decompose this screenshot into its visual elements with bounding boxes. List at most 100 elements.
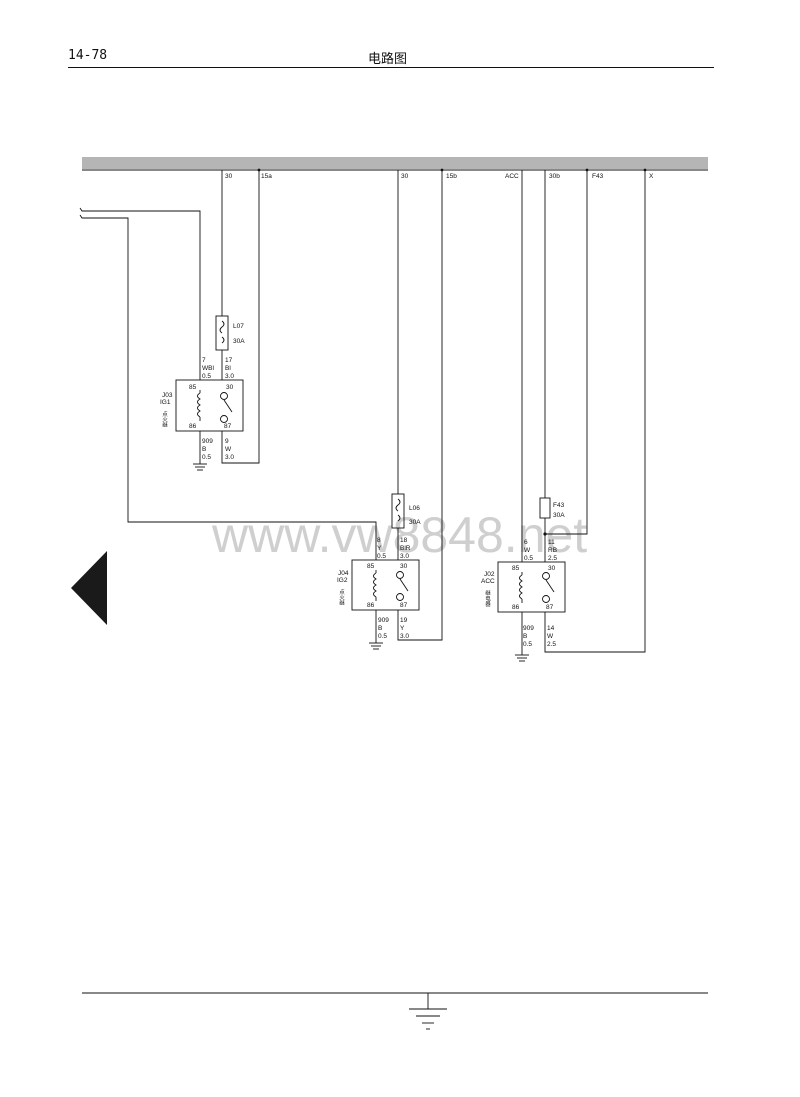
power-bus-bar (82, 157, 708, 169)
bus-label-30-a: 30 (225, 173, 233, 180)
j04-out-left-color: B (378, 625, 382, 632)
relay-j03-switch (223, 399, 233, 413)
relay-j03-box (175, 379, 244, 432)
j03-in-left-circuit: 7 (202, 357, 206, 364)
j03-in-left-size: 0.5 (202, 373, 211, 380)
fuse-l06-rating: 30A (409, 519, 421, 526)
relay-j04-box (351, 559, 420, 611)
j02-in-right-color: RB (548, 547, 557, 554)
j02-out-right-color: W (547, 633, 554, 640)
j03-in-right-color: Bl (225, 365, 231, 372)
relay-j02-contact-30 (542, 572, 550, 580)
relay-j03-pin-30: 30 (226, 384, 234, 391)
relay-j04-pin-87: 87 (400, 602, 408, 609)
j04-out-left-circuit: 909 (378, 617, 389, 624)
j04-in-left-circuit: 8 (377, 537, 381, 544)
relay-j04-pin-85: 85 (367, 563, 375, 570)
j04-out-right-color: Y (400, 625, 405, 632)
relay-j02-pin-87: 87 (546, 604, 554, 611)
j04-in-right-color: BlR (400, 545, 411, 552)
relay-j03-name: IG1 (160, 399, 171, 406)
relay-j03-id: J03 (162, 392, 173, 399)
j03-out-left-circuit: 909 (202, 438, 213, 445)
bus-label-30-b: 30 (401, 173, 409, 180)
j04-out-left-size: 0.5 (378, 633, 387, 640)
j02-out-left-color: B (523, 633, 527, 640)
bus-label-f43: F43 (592, 173, 604, 180)
j02-in-left-size: 0.5 (524, 555, 533, 562)
relay-j03-pin-86: 86 (189, 423, 197, 430)
relay-j03-contact-87 (220, 415, 228, 423)
wires-j04 (369, 170, 443, 650)
relay-j02-coil (519, 574, 523, 600)
relay-j02-pin-86: 86 (512, 604, 520, 611)
j02-out-right-circuit: 14 (547, 625, 555, 632)
j03-out-right-size: 3.0 (225, 454, 234, 461)
j04-in-left-color: Y (377, 545, 382, 552)
bus-label-30b: 30b (549, 173, 560, 180)
relay-j02-contact-87 (542, 595, 550, 603)
fuse-f43-id: F43 (553, 502, 565, 509)
j03-in-right-circuit: 17 (225, 357, 233, 364)
page-title: 电路图 (368, 52, 408, 67)
relay-j02-pin-30: 30 (548, 565, 556, 572)
relay-j04-switch (399, 578, 409, 592)
header-rule (68, 67, 714, 68)
j02-out-right-size: 2.5 (547, 641, 556, 648)
relay-j02-name: ACC (481, 578, 495, 585)
bus-label-15a: 15a (261, 173, 272, 180)
relay-j04-contact-87 (396, 593, 404, 601)
relay-j02-switch (545, 579, 555, 593)
relay-j03-contact-30 (220, 392, 228, 400)
fuse-l07-id: L07 (233, 323, 244, 330)
bus-label-15b: 15b (446, 173, 457, 180)
j04-out-right-circuit: 19 (400, 617, 408, 624)
relay-j04-id: J04 (338, 570, 349, 577)
j02-in-left-color: W (524, 547, 531, 554)
j03-out-left-color: B (202, 446, 206, 453)
bus-label-x: X (649, 173, 654, 180)
relay-j04-contact-30 (396, 571, 404, 579)
j02-out-left-size: 0.5 (523, 641, 532, 648)
j02-in-right-circuit: 11 (548, 539, 555, 546)
j04-in-left-size: 0.5 (377, 553, 386, 560)
j04-in-right-circuit: 18 (400, 537, 408, 544)
fuse-l07-rating: 30A (233, 338, 245, 345)
relay-j04-pin-86: 86 (367, 602, 375, 609)
j02-in-left-circuit: 6 (524, 539, 528, 546)
fuse-l07-element (219, 320, 225, 344)
relay-j02-cn: 继电器 (484, 589, 491, 608)
relay-j03-pin-85: 85 (189, 384, 197, 391)
relay-j04-cn: 点火继 (338, 589, 345, 606)
wires-j03 (79, 170, 377, 560)
bus-label-acc: ACC (505, 173, 519, 180)
relay-j02-id: J02 (484, 571, 495, 578)
j03-in-left-color: WBl (202, 365, 214, 372)
relay-j04-name: IG2 (337, 577, 348, 584)
j03-in-right-size: 3.0 (225, 373, 234, 380)
fuse-f43-rating: 30A (553, 512, 565, 519)
relay-j03-pin-87: 87 (224, 423, 232, 430)
j02-out-left-circuit: 909 (523, 625, 534, 632)
j04-out-right-size: 3.0 (400, 633, 409, 640)
fuse-l06-element (395, 498, 401, 522)
relay-j04-pin-30: 30 (400, 563, 408, 570)
relay-j02-box (497, 561, 566, 613)
j02-in-right-size: 2.5 (548, 555, 557, 562)
page-back-arrow-icon[interactable] (71, 551, 107, 625)
j04-in-right-size: 3.0 (400, 553, 409, 560)
wires-j02 (257, 168, 647, 662)
relay-j02-pin-85: 85 (512, 565, 520, 572)
j03-out-right-circuit: 9 (225, 438, 229, 445)
fuse-l07 (215, 315, 229, 351)
relay-j04-coil (373, 572, 377, 598)
j03-out-right-color: W (225, 446, 232, 453)
j03-out-left-size: 0.5 (202, 454, 211, 461)
fuse-l06-id: L06 (409, 505, 420, 512)
fuse-l06 (391, 493, 405, 529)
fuse-f43 (539, 497, 551, 519)
relay-j03-cn: 点火继 (161, 411, 168, 428)
page-number: 14-78 (68, 48, 108, 63)
relay-j03-coil (197, 392, 201, 418)
